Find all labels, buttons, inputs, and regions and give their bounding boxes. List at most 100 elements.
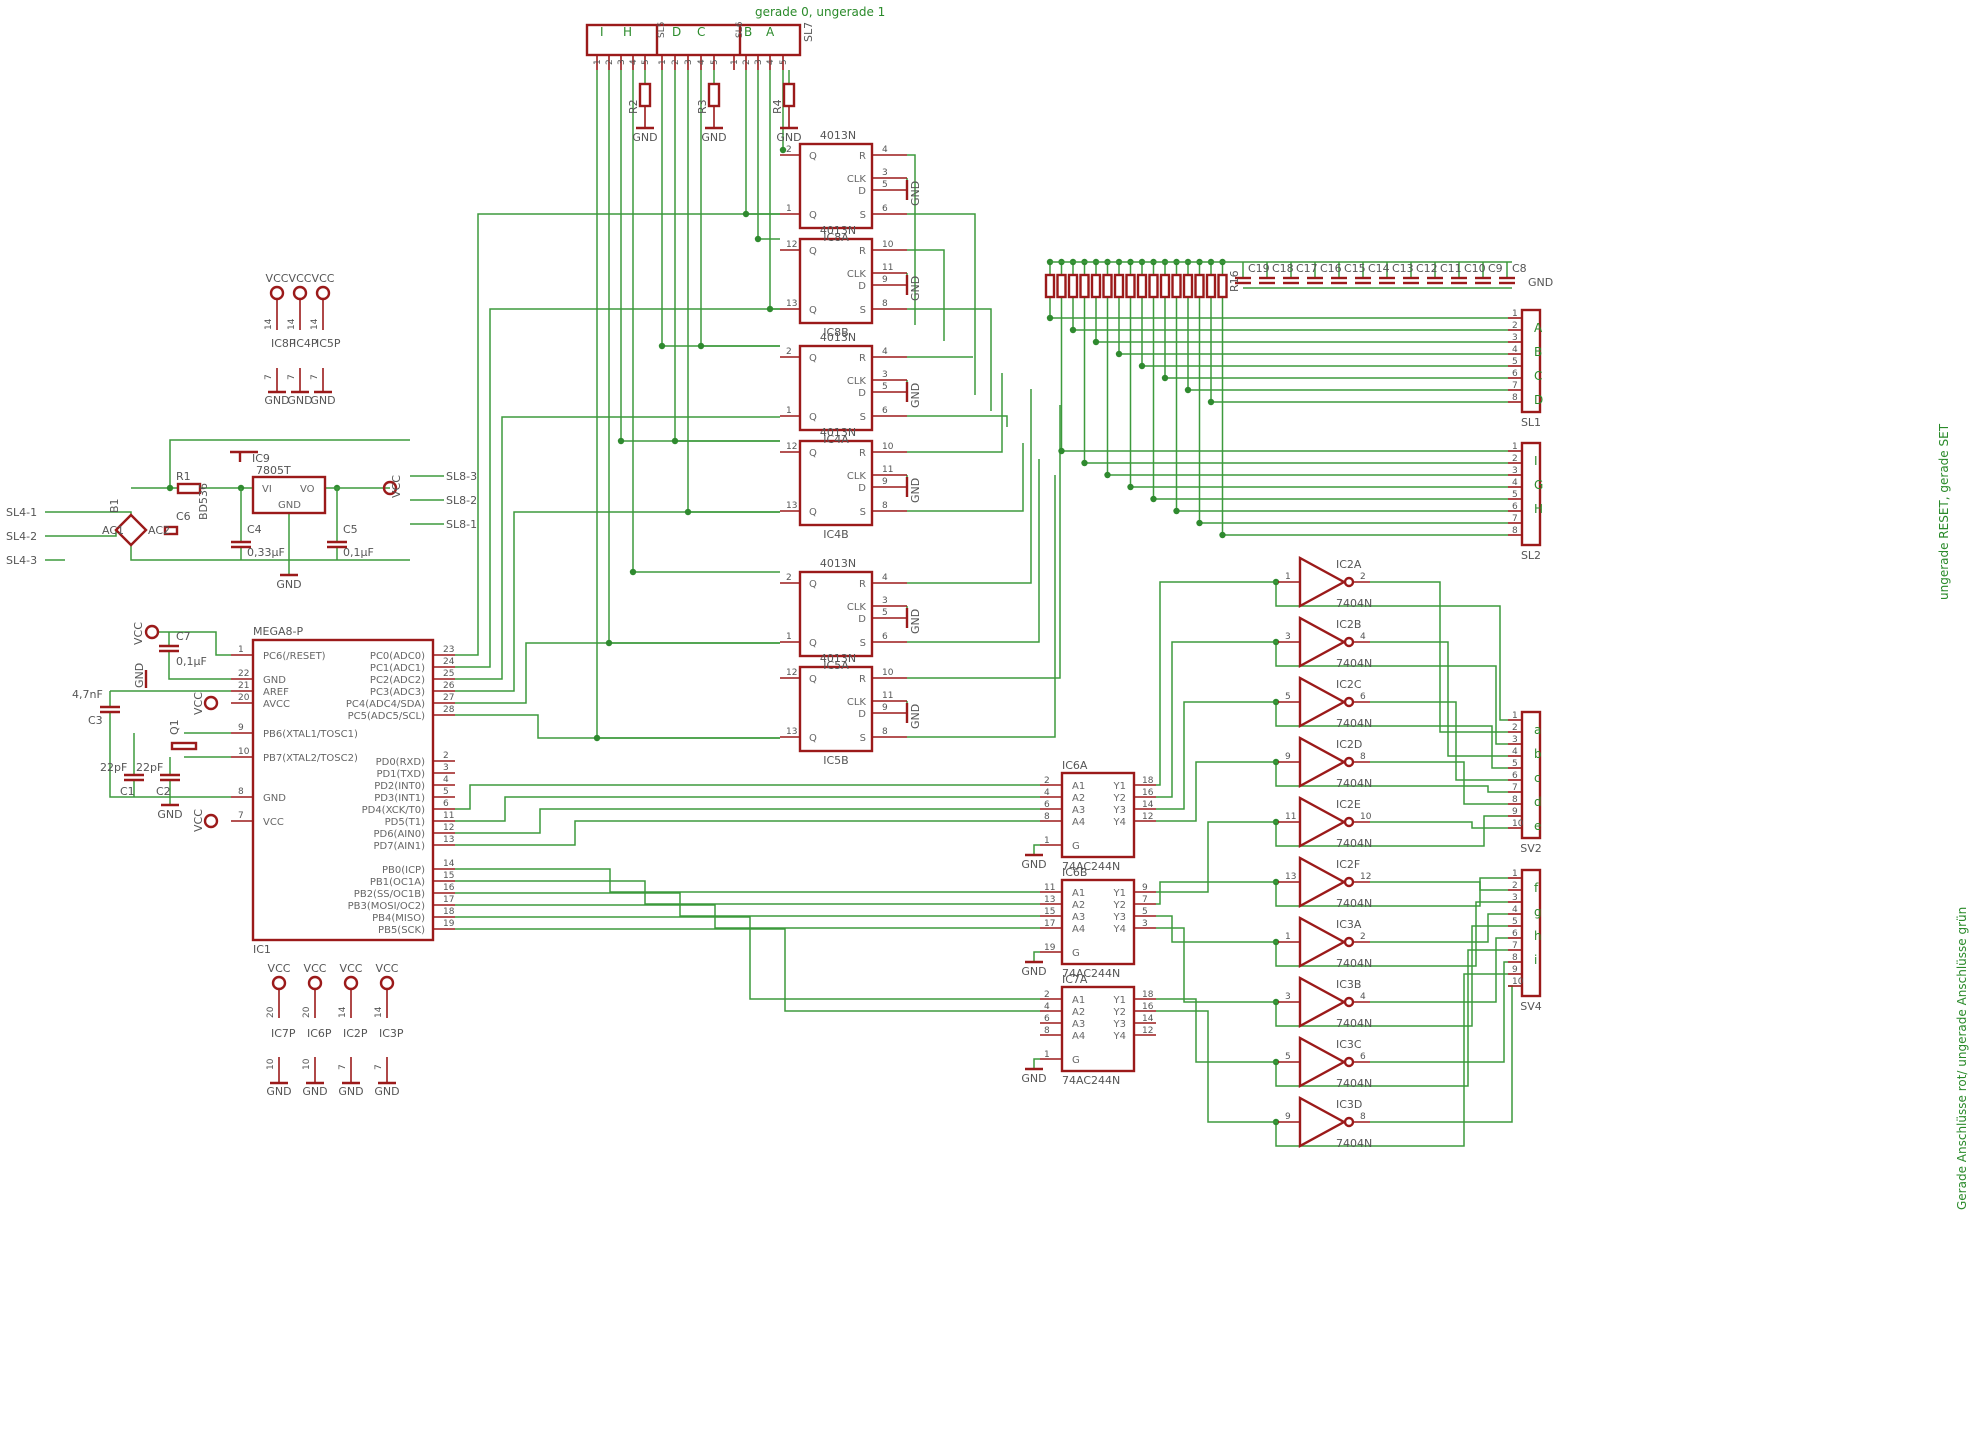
power-wire xyxy=(65,511,132,515)
ff-pin-name: CLK xyxy=(847,174,867,185)
mega8-pin-number: 20 xyxy=(238,693,250,703)
mega8-pin-number: 9 xyxy=(238,723,244,733)
sl8-terminal: SL8-2 xyxy=(446,494,477,507)
inverter-pin-number: 3 xyxy=(1285,632,1291,642)
buffer-enable xyxy=(1033,1058,1040,1069)
pin-number: 14 xyxy=(264,318,274,330)
mega8-to-buffer xyxy=(455,808,1040,834)
header-pin-number: 1 xyxy=(658,59,668,65)
sl6-label: SL6 xyxy=(735,21,745,38)
c4-value: 0,33µF xyxy=(247,546,285,559)
inverter-to-connector xyxy=(1370,761,1508,805)
vcc-label: VCC xyxy=(192,809,205,832)
bus-resistor xyxy=(1056,273,1067,299)
sl1-net xyxy=(1187,297,1508,391)
connector-letter: G xyxy=(1534,478,1543,492)
gnd-label: GND xyxy=(264,394,289,407)
inverter-type: 7404N xyxy=(1336,837,1372,850)
connector-letter: D xyxy=(1534,393,1543,407)
inverter-input-to-connector xyxy=(1275,762,1508,793)
mega8-pin-name: PB6(XTAL1/TOSC1) xyxy=(263,729,358,740)
flipflop-name: IC5B xyxy=(823,754,848,767)
inverter-pin-number: 6 xyxy=(1360,1052,1366,1062)
connector-letter: A xyxy=(1534,321,1543,335)
bus-resistor xyxy=(1044,273,1056,299)
bus-resistor xyxy=(1159,273,1171,299)
buffer-to-inverter xyxy=(1156,761,1278,822)
mega8-pin-name: PD7(AIN1) xyxy=(373,841,425,852)
bus-capacitor-label: C16 xyxy=(1320,262,1342,275)
connector-pin-number: 6 xyxy=(1512,502,1518,512)
pin-number: 14 xyxy=(310,318,320,330)
inverter-to-connector xyxy=(1370,937,1508,1003)
r1-resistor xyxy=(176,482,202,495)
buffer-IC6A xyxy=(1060,771,1136,859)
ff-pin-name: S xyxy=(860,638,866,649)
buffer-to-inverter xyxy=(1156,581,1278,786)
inverter-bubble xyxy=(1343,1056,1355,1068)
header-pin-number: 2 xyxy=(671,59,681,65)
mega8-pin-name: PD0(RXD) xyxy=(376,757,425,768)
resistor-label: R2 xyxy=(627,99,640,114)
gnd-label: GND xyxy=(1021,965,1046,978)
ff-pin-number: 3 xyxy=(882,596,888,606)
c4-label: C4 xyxy=(247,523,262,536)
mega8-to-flipflop xyxy=(455,511,780,692)
inverter-input-to-connector xyxy=(1275,815,1508,847)
ff-pin-name: Q xyxy=(809,210,817,221)
junction-dot xyxy=(671,437,679,445)
mega8-pin-name: PC2(ADC2) xyxy=(370,675,425,686)
flipflop-name: IC5A xyxy=(823,659,849,672)
buffer-pin-name: Y1 xyxy=(1113,888,1126,899)
ff-pin-number: 10 xyxy=(882,668,894,678)
buffer-pin-name: Y3 xyxy=(1113,912,1126,923)
inverter-name: IC3A xyxy=(1336,918,1362,931)
buffer-to-inverter xyxy=(1156,1010,1278,1123)
r1-label: R1 xyxy=(176,470,191,483)
ff-pin-name: R xyxy=(859,579,866,590)
ff-pin-name: CLK xyxy=(847,697,867,708)
inverter-input-to-connector xyxy=(1275,702,1508,769)
ff-pin-number: 11 xyxy=(882,691,893,701)
buffer-pin-name: A2 xyxy=(1072,1007,1085,1018)
vcc-label: VCC xyxy=(268,962,291,975)
ff-pin-name: R xyxy=(859,674,866,685)
junction-dot xyxy=(629,568,637,576)
ff-pin-number: 3 xyxy=(882,370,888,380)
mega8-chip xyxy=(251,638,435,942)
mega8-to-flipflop xyxy=(455,213,780,656)
c6-label: C6 xyxy=(176,510,191,523)
inverter-pin-number: 11 xyxy=(1285,812,1296,822)
mega8-pin-name: PB1(OC1A) xyxy=(370,877,425,888)
vcc-label: VCC xyxy=(390,475,403,498)
sv-pin-number: 8 xyxy=(1512,795,1518,805)
power-wire xyxy=(65,530,117,537)
vcc-label: VCC xyxy=(289,272,312,285)
vcc-label: VCC xyxy=(312,272,335,285)
bus-resistor xyxy=(1090,273,1102,299)
pin-number: 7 xyxy=(264,374,274,380)
inverter-input-to-connector xyxy=(1275,925,1508,1027)
ff-pin-name: Q xyxy=(809,638,817,649)
header-pin-number: 4 xyxy=(629,59,639,65)
pulldown-resistor xyxy=(707,82,721,108)
sl2-label: SL2 xyxy=(1521,549,1541,562)
gnd-label: GND xyxy=(632,131,657,144)
buffer-pin-name: A1 xyxy=(1072,888,1085,899)
header-pin-number: 3 xyxy=(754,59,764,65)
ff-pin-number: 12 xyxy=(786,240,797,250)
gnd-label: GND xyxy=(310,394,335,407)
ff-pin-name: D xyxy=(858,709,866,720)
vcc-terminal xyxy=(307,975,323,991)
inverter-bubble xyxy=(1343,636,1355,648)
inverter-pin-number: 3 xyxy=(1285,992,1291,1002)
junction-dot xyxy=(1092,338,1100,346)
ff-pin-number: 10 xyxy=(882,240,894,250)
header-letter: C xyxy=(697,25,705,39)
inverter-bubble xyxy=(1343,576,1355,588)
sv-pin-number: 1 xyxy=(1512,711,1518,721)
mega8-pin-name: VCC xyxy=(263,817,284,828)
vcc-terminal xyxy=(379,975,395,991)
sl-side-note: ungerade RESET, gerade SET xyxy=(1937,423,1951,600)
mega8-pin-number: 12 xyxy=(443,823,454,833)
